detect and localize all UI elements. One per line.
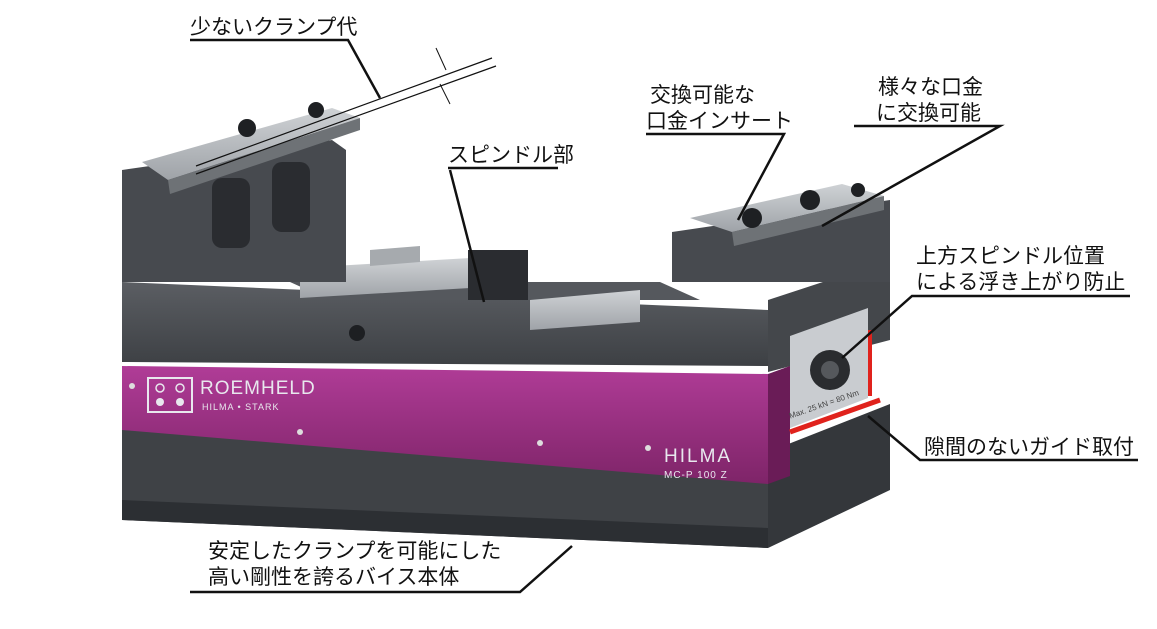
label-spindle-part: スピンドル部: [448, 143, 574, 167]
label-guide-mount: 隙間のないガイド取付: [924, 435, 1134, 459]
label-upper-spindle-line2: による浮き上がり防止: [916, 270, 1126, 294]
label-body-line1: 安定したクランプを可能にした: [208, 539, 502, 563]
brand-logo-icon: [147, 377, 193, 413]
model-code: MC-P 100 Z: [664, 470, 728, 481]
brand-subname: HILMA • STARK: [202, 402, 280, 412]
brand-band: [122, 366, 790, 484]
label-jaws-line1: 様々な口金: [878, 75, 983, 99]
side-guide-plate: [789, 308, 881, 435]
body-hole: [349, 325, 365, 341]
model-name: HILMA: [664, 446, 733, 467]
leader-lines: [190, 38, 1138, 594]
label-insert-line1: 交換可能な: [650, 83, 755, 107]
label-body-line2: 高い剛性を誇るバイス本体: [208, 565, 460, 589]
label-insert-line2: 口金インサート: [646, 109, 793, 133]
left-jaw: [122, 102, 360, 282]
right-jaw: [672, 183, 890, 282]
clamp-margin-dimension: [195, 47, 497, 175]
label-upper-spindle-line1: 上方スピンドル位置: [916, 244, 1105, 268]
label-small-clamp-margin: 少ないクランプ代: [190, 15, 358, 39]
brand-name: ROEMHELD: [200, 378, 316, 399]
label-jaws-line2: に交換可能: [876, 101, 981, 125]
